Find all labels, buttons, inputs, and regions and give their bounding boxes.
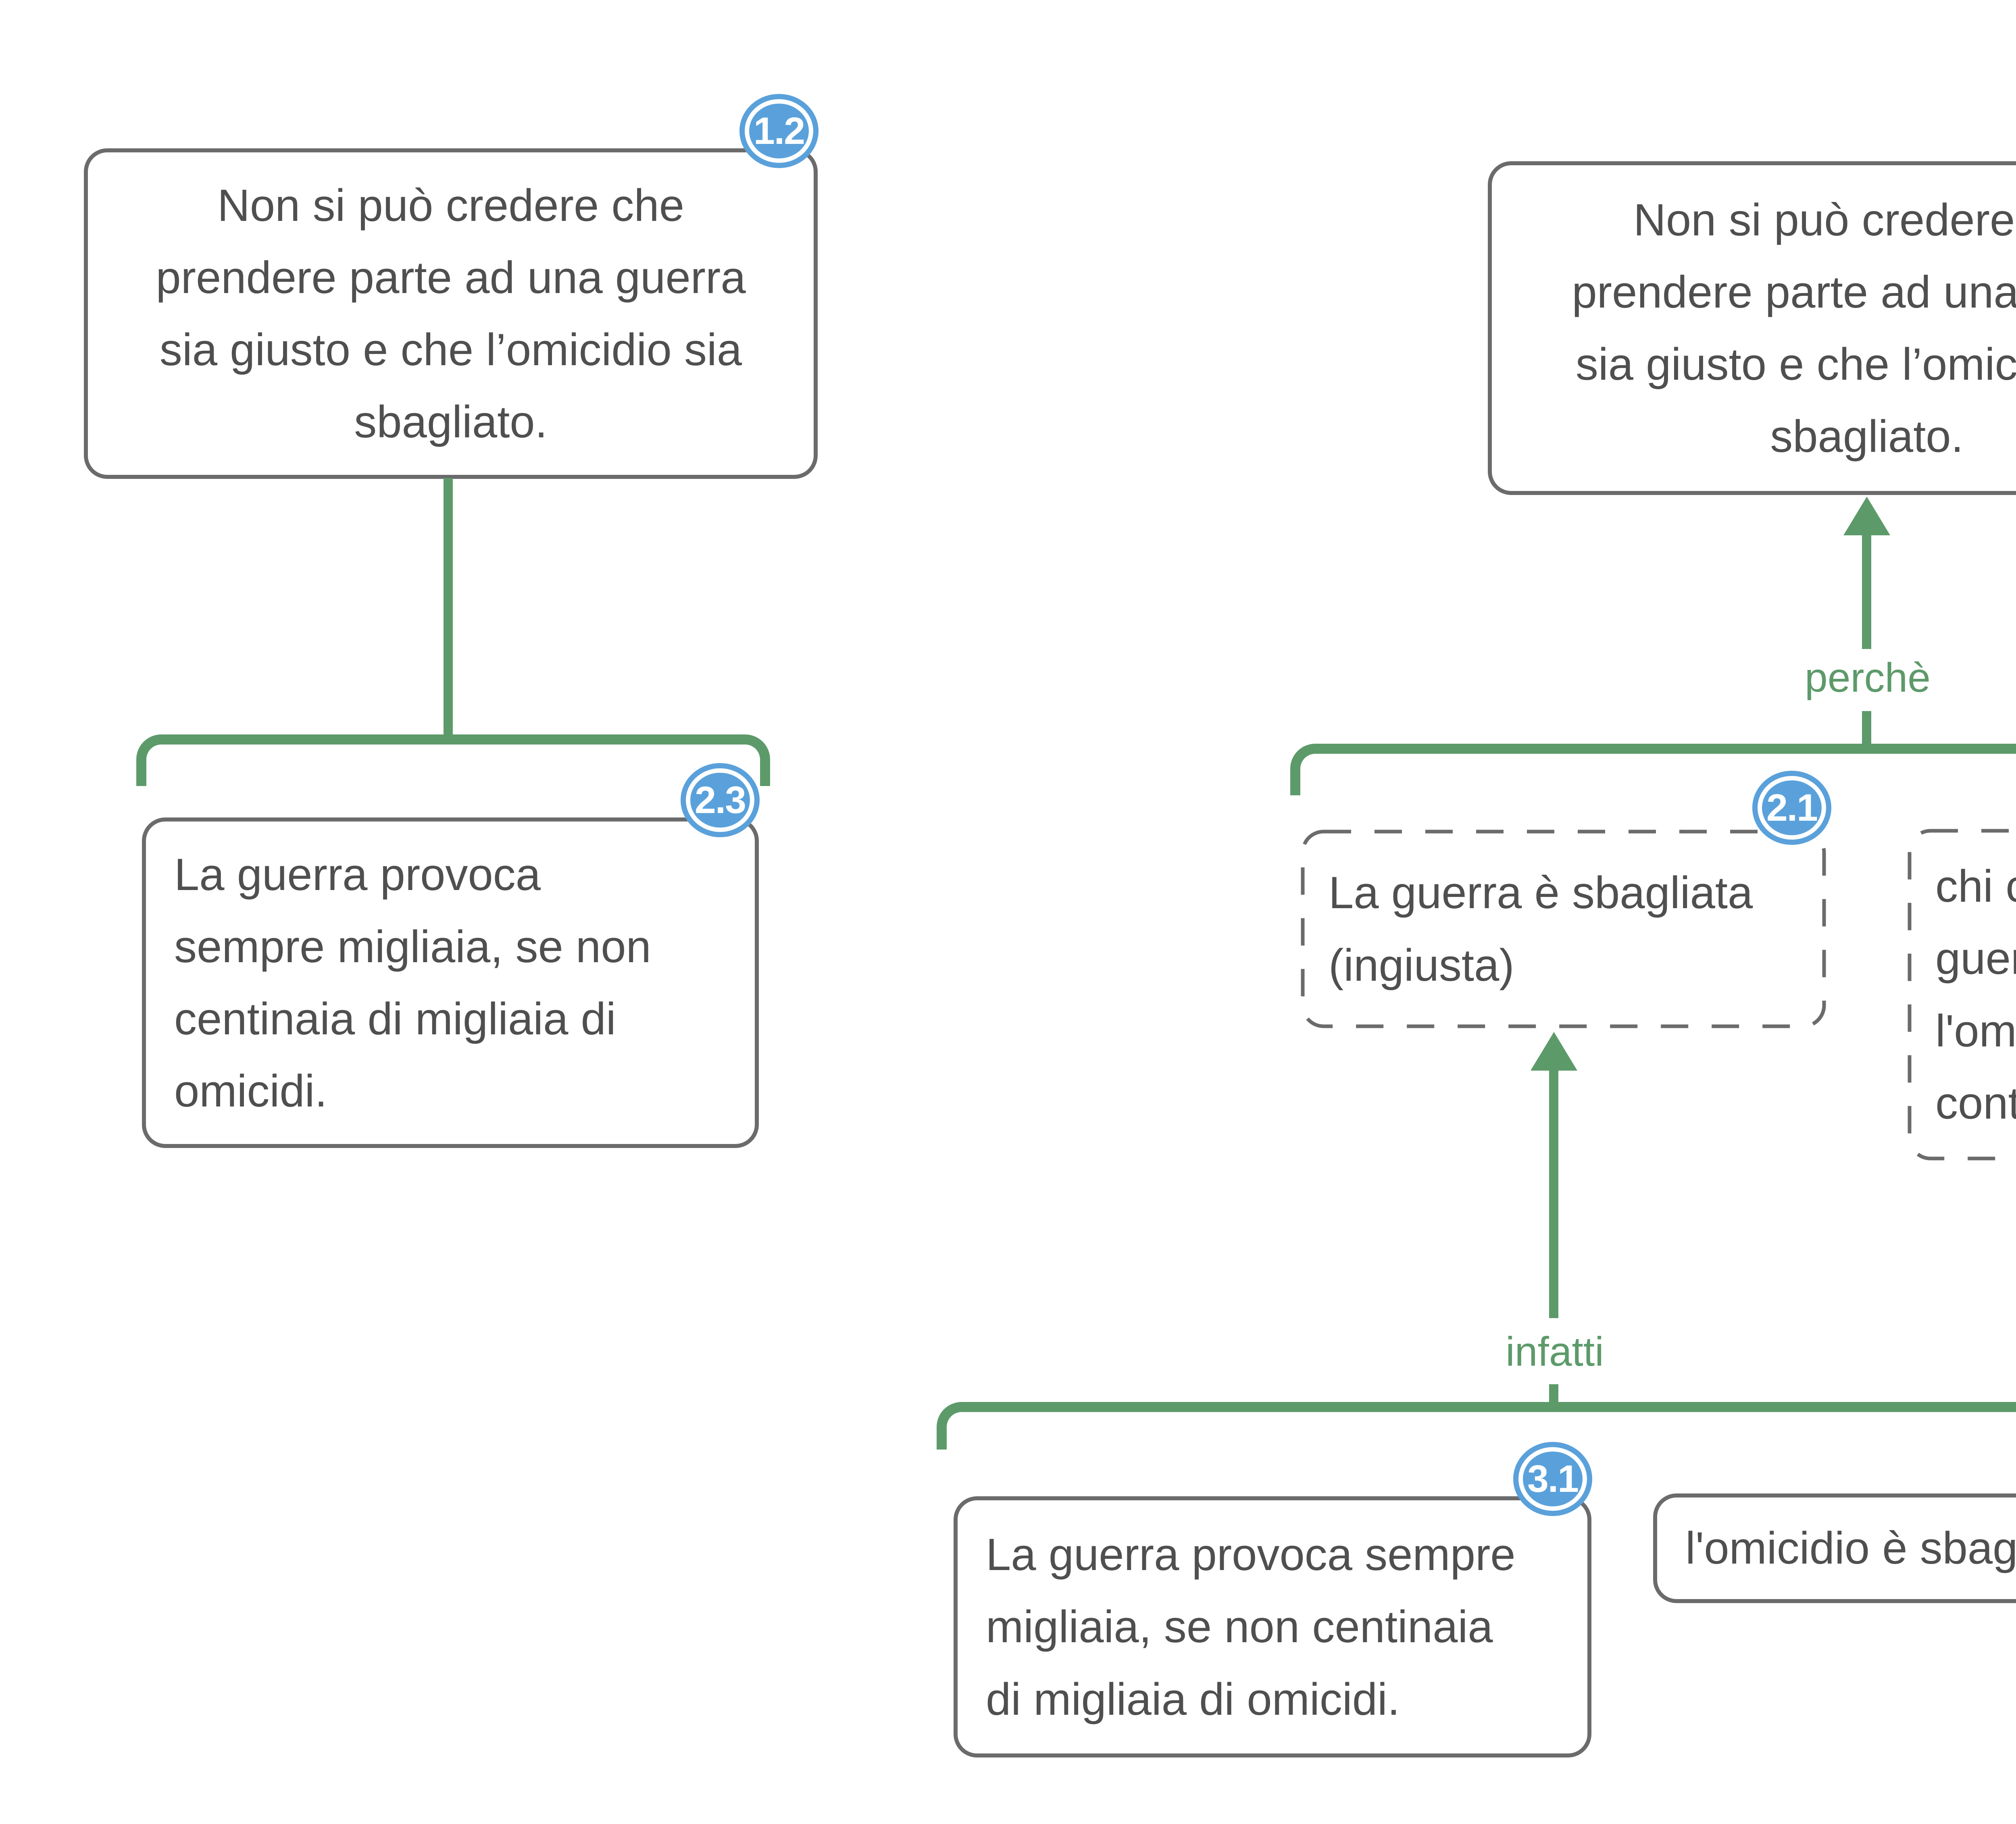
node-text: Non si può credere che prendere parte ad… [156, 180, 746, 447]
node-3-2[interactable]: 3.2 l'omicidio è sbagliato [1653, 1493, 2016, 1603]
node-2-3[interactable]: 2.3 La guerra provoca sempre migliaia, s… [142, 763, 760, 1148]
bracket-right [1290, 744, 2016, 795]
node-badge-1-2: 1.2 [739, 94, 818, 168]
arrow-up-icon [1531, 1032, 1577, 1071]
edge-label-perche: perchè [1797, 649, 1938, 707]
bracket-left [136, 734, 770, 786]
badge-number: 2.3 [694, 779, 746, 822]
badge-ring-icon [745, 99, 813, 163]
node-text: La guerra provoca sempre migliaia, se no… [986, 1529, 1516, 1724]
node-1-1[interactable]: 1.1 Non si può credere che prendere part… [1488, 161, 2016, 495]
arrow-up-icon [1843, 497, 1890, 535]
badge-number: 3.1 [1527, 1458, 1579, 1500]
node-text: l'omicidio è sbagliato [1685, 1523, 2016, 1574]
node-3-1[interactable]: 3.1 La guerra provoca sempre migliaia, s… [954, 1442, 1592, 1757]
edge-label-infatti: infatti [1498, 1323, 1611, 1381]
connector-line-left [444, 478, 453, 744]
connector-line-perche-lower [1862, 711, 1871, 745]
badge-ring-icon [686, 768, 754, 832]
badge-ring-icon [1518, 1447, 1587, 1511]
node-badge-2-1: 2.1 [1752, 771, 1831, 845]
node-1-2[interactable]: 1.2 Non si può credere che prendere part… [84, 94, 818, 479]
node-badge-3-1: 3.1 [1513, 1442, 1592, 1516]
badge-number: 1.2 [753, 110, 805, 152]
node-text: La guerra è sbagliata (ingiusta) [1329, 867, 1753, 990]
node-2-1[interactable]: 2.1 La guerra è sbagliata (ingiusta) [1300, 771, 1831, 1029]
node-badge-2-3: 2.3 [681, 763, 760, 837]
connector-line-infatti-lower [1549, 1384, 1558, 1404]
connector-line-infatti-upper [1549, 1068, 1558, 1318]
bracket-bottom [937, 1402, 2016, 1450]
node-2-2[interactable]: 2.2 chi crede che la guerra è giusta e l… [1907, 828, 2016, 1161]
node-text: La guerra provoca sempre migliaia, se no… [174, 849, 651, 1117]
node-text: chi crede che la guerra è giusta e l'omi… [1935, 861, 2016, 1128]
badge-number: 2.1 [1766, 786, 1818, 829]
node-text: Non si può credere che prendere parte ad… [1572, 194, 2016, 462]
connector-line-perche-upper [1862, 533, 1871, 653]
